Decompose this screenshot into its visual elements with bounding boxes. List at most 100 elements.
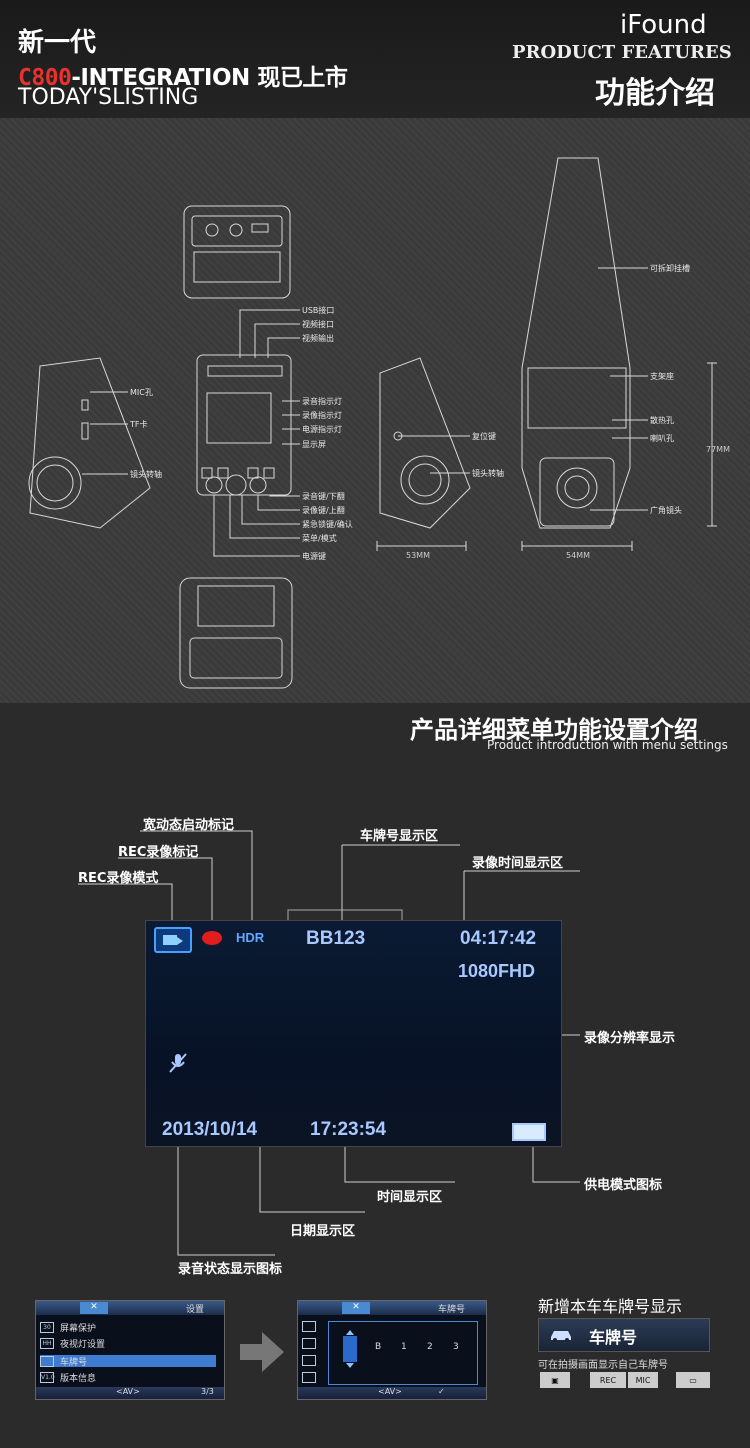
province-selector[interactable]: [343, 1330, 357, 1368]
tag-battery-icon: ▭: [676, 1372, 710, 1388]
callout-rec-time-area: 录像时间显示区: [472, 856, 564, 871]
product-features-heading: PRODUCT FEATURES: [512, 42, 732, 63]
hdr-indicator: HDR: [236, 930, 265, 945]
label-heat: 散热孔: [650, 415, 674, 425]
label-emergency: 紧急锁键/确认: [302, 519, 353, 529]
chevron-up-icon[interactable]: [346, 1330, 354, 1335]
menu-item-label: 版本信息: [60, 1373, 97, 1384]
camera-lens: [177, 937, 183, 945]
bottom-view-outline: [179, 577, 293, 689]
left-side-outline: [29, 357, 151, 529]
time-display: 17:23:54: [310, 1119, 387, 1140]
label-bracket: 支架座: [650, 371, 674, 381]
tag-rec: REC: [590, 1372, 626, 1388]
new-generation-text: 新一代: [18, 28, 97, 58]
label-power-led: 电源指示灯: [302, 424, 342, 434]
callout-plate-area: 车牌号显示区: [360, 829, 439, 844]
model-name: C800: [18, 65, 72, 91]
diagram-drawing: USB接口 视频接口 视频输出 MIC孔 TF卡 镜头转轴 录音指示灯 录像指示…: [28, 157, 730, 689]
tag-rec-label: REC: [599, 1375, 617, 1385]
integration-text: -INTEGRATION: [71, 65, 250, 91]
thumb-header-bar: ✕ 车牌号: [298, 1301, 486, 1315]
menu-item-plate[interactable]: 车牌号: [40, 1355, 216, 1368]
thumb-header-label: 设置: [186, 1305, 205, 1315]
right-side-outline: [379, 357, 471, 529]
plate-setting-thumb: ✕ 车牌号 B 1 2 3 <AV> ✓: [297, 1300, 487, 1400]
front-view-outline: [196, 354, 292, 496]
confirm-check-icon: ✓: [438, 1387, 445, 1396]
nav-hint: <AV>: [378, 1387, 402, 1396]
label-detachable: 可拆卸挂槽: [650, 263, 690, 273]
label-usb: USB接口: [302, 305, 334, 315]
date-display: 2013/10/14: [162, 1119, 258, 1140]
tag-mic-label: MIC: [635, 1375, 651, 1385]
menu-item-label: 屏幕保护: [60, 1323, 97, 1334]
camera-body: [163, 935, 177, 945]
front-screen: [206, 392, 272, 444]
tools-icon: ✕: [342, 1302, 370, 1314]
chevron-down-icon[interactable]: [346, 1363, 354, 1368]
plate-digit[interactable]: 1: [401, 1342, 407, 1352]
dvr-screen: HDR BB123 04:17:42 1080FHD 2013/10/14 17…: [145, 920, 562, 1147]
plate-digit[interactable]: B: [375, 1342, 382, 1352]
battery-icon: [512, 1123, 546, 1141]
callout-rec-mark: REC录像标记: [118, 845, 199, 860]
tag-mic: MIC: [628, 1372, 658, 1388]
rec-timer: 04:17:42: [460, 928, 537, 949]
top-view-outline: [183, 205, 291, 299]
menu-subtitle: Product introduction with menu settings: [487, 738, 728, 752]
version-icon: [302, 1372, 316, 1383]
callout-rec-mode: REC录像模式: [78, 871, 159, 886]
screensaver-icon: [302, 1321, 316, 1332]
label-menu-mode: 菜单/模式: [302, 533, 337, 543]
tag-camera-icon: ▣: [540, 1372, 570, 1388]
resolution-display: 1080FHD: [458, 961, 536, 981]
plate-digit[interactable]: 2: [427, 1342, 433, 1352]
thumb-header-bar: ✕ 设置: [36, 1301, 224, 1315]
label-mic: MIC孔: [130, 388, 153, 397]
label-av: 视频接口: [302, 319, 334, 329]
callout-time-area: 时间显示区: [377, 1190, 443, 1205]
features-cn-heading: 功能介绍: [595, 76, 715, 111]
car-icon: [549, 1327, 573, 1342]
label-rec-up: 录像键/上翻: [302, 505, 345, 515]
night-light-icon: HH: [40, 1337, 54, 1349]
plate-label: 车牌号: [589, 1328, 638, 1347]
rear-view-outline: [521, 157, 631, 529]
dim-side-width: 53MM: [406, 551, 430, 560]
page-indicator: 3/3: [201, 1387, 214, 1396]
label-power-key: 电源键: [302, 551, 326, 561]
mic-muted-icon: [166, 1051, 190, 1075]
label-rec-led2: 录像指示灯: [302, 410, 342, 420]
menu-item-label: 车牌号: [60, 1357, 88, 1368]
label-rec-led: 录音指示灯: [302, 396, 342, 406]
rec-dot-icon: [202, 931, 222, 945]
plate-feature-title: 新增本车车牌号显示: [538, 1297, 683, 1316]
version-icon: V1.0: [40, 1371, 55, 1383]
menu-item-version[interactable]: V1.0 版本信息: [40, 1371, 97, 1384]
plate-editor[interactable]: B 1 2 3: [328, 1321, 478, 1385]
model-line: C800-INTEGRATION 现已上市: [18, 58, 348, 92]
today-listing-text: TODAY'SLISTING: [18, 85, 199, 110]
label-lens-rotate-right: 镜头转轴: [472, 468, 504, 478]
callout-power-mode: 供电模式图标: [584, 1178, 663, 1193]
tools-icon: ✕: [80, 1302, 108, 1314]
video-camera-icon: [154, 927, 192, 953]
device-diagram: USB接口 视频接口 视频输出 MIC孔 TF卡 镜头转轴 录音指示灯 录像指示…: [0, 118, 750, 703]
label-rec-down: 录音键/下翻: [302, 491, 345, 501]
thumb-header-label: 车牌号: [438, 1305, 466, 1315]
plate-label-box: 车牌号: [538, 1318, 710, 1352]
plate-digit[interactable]: 3: [453, 1342, 459, 1352]
on-sale-text: 现已上市: [257, 65, 348, 91]
callout-resolution: 录像分辨率显示: [584, 1031, 676, 1046]
callout-date-area: 日期显示区: [290, 1224, 356, 1239]
night-light-icon: [302, 1338, 316, 1349]
callout-audio-icon: 录音状态显示图标: [178, 1262, 283, 1277]
dim-height: 77MM: [706, 445, 730, 454]
plate-icon: [302, 1355, 316, 1366]
label-display: 显示屏: [302, 440, 326, 449]
